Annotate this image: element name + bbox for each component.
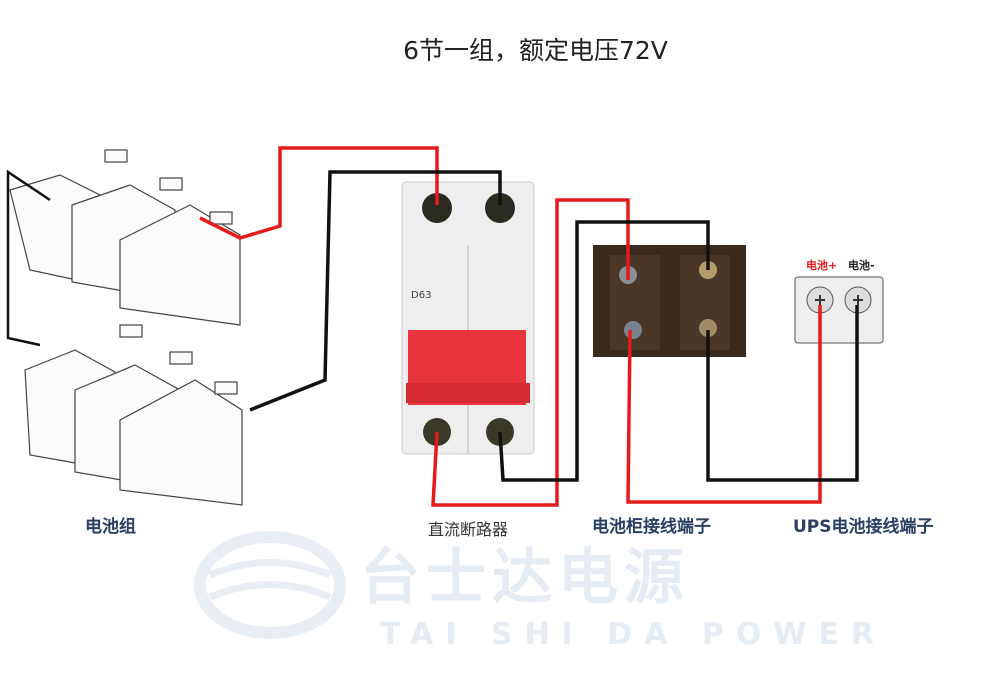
- watermark-cn: 台士达电源: [360, 543, 690, 613]
- wire-red-cabinet-to-ups: [626, 305, 822, 504]
- ups-terminal-block: [794, 276, 884, 344]
- dc-breaker: [401, 181, 535, 455]
- wire-black-cabinet-to-ups: [706, 305, 859, 482]
- ups-positive-label: 电池+: [806, 259, 838, 272]
- wire-red-battery-to-breaker: [199, 146, 439, 240]
- watermark-en: TAI SHI DA POWER: [380, 617, 887, 652]
- ups-terminal-label: UPS电池接线端子: [793, 517, 934, 537]
- wire-black-battery-to-breaker: [249, 170, 502, 412]
- breaker-label: 直流断路器: [428, 520, 509, 539]
- battery-group-label: 电池组: [85, 517, 136, 537]
- battery-group-top: [9, 149, 241, 326]
- page-title: 6节一组，额定电压72V: [403, 36, 668, 65]
- breaker-model: D63: [411, 290, 432, 301]
- ups-negative-label: 电池-: [848, 259, 875, 272]
- cabinet-terminal-block: [593, 245, 746, 357]
- cabinet-terminal-label: 电池柜接线端子: [592, 517, 711, 537]
- battery-group-bottom: [24, 324, 243, 506]
- wire-black-series-link: [6, 169, 51, 347]
- wire-red-breaker-to-cabinet: [431, 198, 630, 507]
- wire-black-breaker-to-cabinet: [498, 220, 710, 482]
